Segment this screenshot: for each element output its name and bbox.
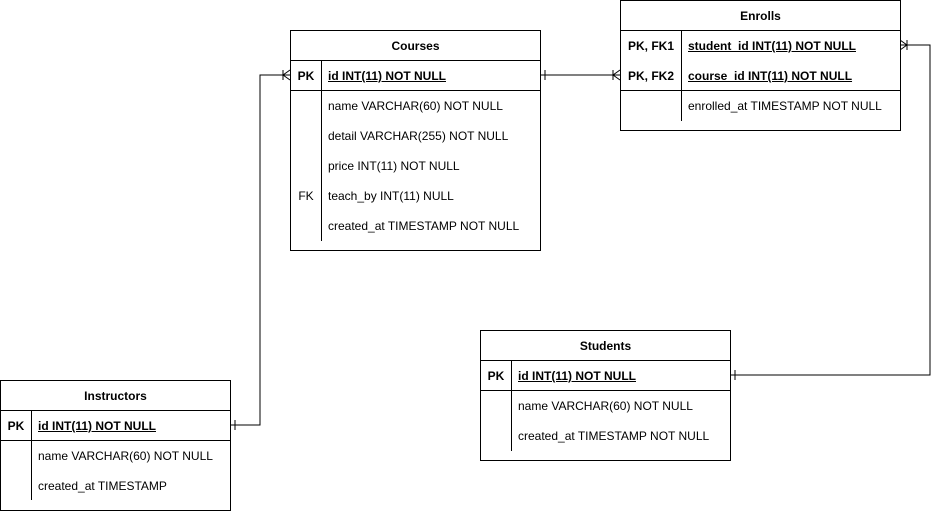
key-label: PK bbox=[297, 69, 315, 83]
field-label: enrolled_at TIMESTAMP NOT NULL bbox=[688, 99, 882, 113]
key-label: PK, FK2 bbox=[627, 69, 674, 83]
key-column-divider bbox=[681, 31, 682, 121]
key-label bbox=[481, 421, 511, 451]
field-label: student_id INT(11) NOT NULL bbox=[688, 39, 856, 53]
entity-enrolls[interactable]: Enrolls PK, FK1 student_id INT(11) NOT N… bbox=[620, 0, 901, 131]
key-column-divider bbox=[321, 61, 322, 241]
entity-students[interactable]: Students PK id INT(11) NOT NULL name VAR… bbox=[480, 330, 731, 461]
field-label: price INT(11) NOT NULL bbox=[328, 159, 460, 173]
connector-enrolls-students bbox=[730, 39, 931, 380]
entity-title: Enrolls bbox=[621, 1, 900, 31]
field-label: name VARCHAR(60) NOT NULL bbox=[38, 449, 213, 463]
entity-row[interactable]: created_at TIMESTAMP NOT NULL bbox=[291, 211, 540, 241]
connector-courses-enrolls bbox=[540, 69, 621, 81]
entity-title: Students bbox=[481, 331, 730, 361]
entity-title: Courses bbox=[291, 31, 540, 61]
entity-row[interactable]: enrolled_at TIMESTAMP NOT NULL bbox=[621, 91, 900, 121]
entity-row[interactable]: name VARCHAR(60) NOT NULL bbox=[1, 441, 230, 471]
field-label: name VARCHAR(60) NOT NULL bbox=[328, 99, 503, 113]
key-label: PK, FK1 bbox=[627, 39, 674, 53]
key-label bbox=[291, 91, 321, 121]
key-column-divider bbox=[511, 361, 512, 451]
entity-row[interactable]: detail VARCHAR(255) NOT NULL bbox=[291, 121, 540, 151]
entity-title: Instructors bbox=[1, 381, 230, 411]
entity-row[interactable]: name VARCHAR(60) NOT NULL bbox=[481, 391, 730, 421]
entity-row[interactable]: PK id INT(11) NOT NULL bbox=[291, 61, 540, 91]
connector-instructors-courses bbox=[230, 69, 291, 430]
key-label bbox=[621, 91, 681, 121]
key-label: PK bbox=[7, 419, 25, 433]
field-label: detail VARCHAR(255) NOT NULL bbox=[328, 129, 509, 143]
key-label bbox=[1, 471, 31, 501]
key-column-divider bbox=[31, 411, 32, 500]
field-label: teach_by INT(11) NULL bbox=[328, 189, 454, 203]
entity-row[interactable]: PK, FK2 course_id INT(11) NOT NULL bbox=[621, 61, 900, 91]
field-label: name VARCHAR(60) NOT NULL bbox=[518, 399, 693, 413]
entity-row[interactable]: PK id INT(11) NOT NULL bbox=[1, 411, 230, 441]
key-label: PK bbox=[487, 369, 505, 383]
field-label: id INT(11) NOT NULL bbox=[38, 419, 156, 433]
field-label: id INT(11) NOT NULL bbox=[518, 369, 636, 383]
entity-row[interactable]: created_at TIMESTAMP bbox=[1, 471, 230, 501]
key-label bbox=[291, 151, 321, 181]
key-label bbox=[291, 121, 321, 151]
key-label bbox=[291, 211, 321, 241]
key-label bbox=[1, 441, 31, 471]
key-label bbox=[481, 391, 511, 421]
entity-row[interactable]: price INT(11) NOT NULL bbox=[291, 151, 540, 181]
entity-instructors[interactable]: Instructors PK id INT(11) NOT NULL name … bbox=[0, 380, 231, 511]
entity-courses[interactable]: Courses PK id INT(11) NOT NULL name VARC… bbox=[290, 30, 541, 251]
key-label: FK bbox=[298, 189, 314, 203]
field-label: created_at TIMESTAMP bbox=[38, 479, 167, 493]
entity-row[interactable]: FK teach_by INT(11) NULL bbox=[291, 181, 540, 211]
entity-row[interactable]: name VARCHAR(60) NOT NULL bbox=[291, 91, 540, 121]
field-label: id INT(11) NOT NULL bbox=[328, 69, 446, 83]
entity-row[interactable]: created_at TIMESTAMP NOT NULL bbox=[481, 421, 730, 451]
entity-row[interactable]: PK id INT(11) NOT NULL bbox=[481, 361, 730, 391]
field-label: created_at TIMESTAMP NOT NULL bbox=[518, 429, 710, 443]
field-label: course_id INT(11) NOT NULL bbox=[688, 69, 853, 83]
field-label: created_at TIMESTAMP NOT NULL bbox=[328, 219, 520, 233]
entity-row[interactable]: PK, FK1 student_id INT(11) NOT NULL bbox=[621, 31, 900, 61]
